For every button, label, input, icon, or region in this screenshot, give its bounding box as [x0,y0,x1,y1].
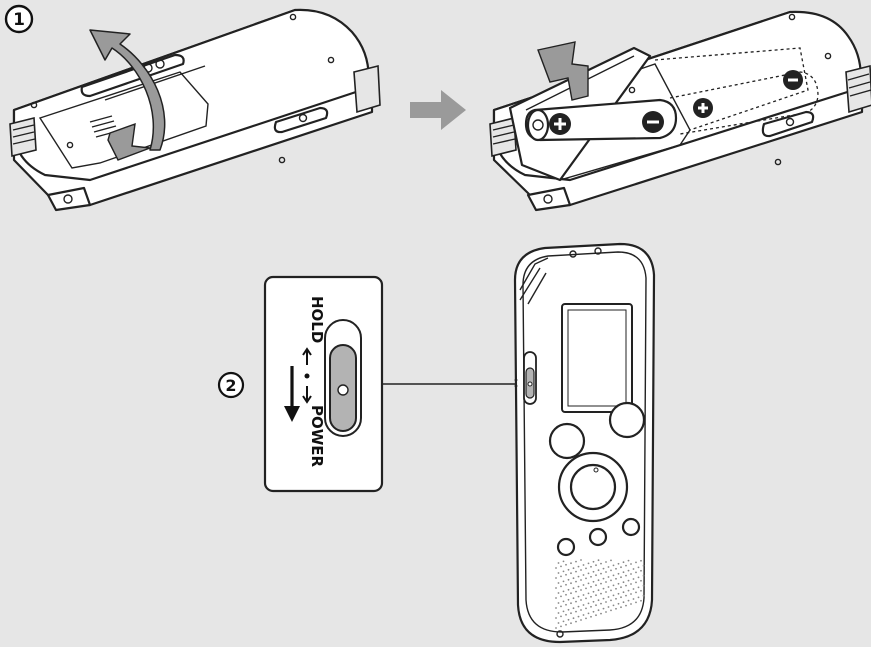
svg-text:1: 1 [13,10,25,30]
svg-text:2: 2 [225,376,236,395]
hold-label: HOLD [308,296,326,343]
direction-arrow-icon [410,90,466,130]
step-2-marker: 2 [219,373,243,397]
recorder-front-view [515,244,654,642]
side-power-switch [524,352,536,404]
recorder-back-cover-closed [10,10,380,210]
step-1-marker: 1 [6,6,32,32]
hold-power-switch-panel: HOLD POWER [265,277,382,491]
recorder-battery-compartment-open [490,12,871,210]
vent-grille-right [354,66,380,112]
hold-power-slider-knob [330,345,356,431]
power-label: POWER [308,405,326,468]
